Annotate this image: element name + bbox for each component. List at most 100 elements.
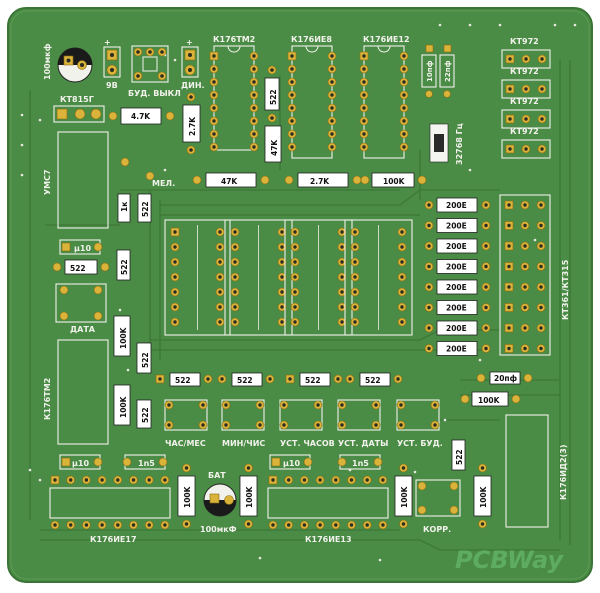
battery-label: БАТ (208, 471, 226, 480)
resistor-47k-vertical: 47K (264, 113, 282, 163)
transistor-kt972-label: КТ972 (510, 127, 539, 136)
capacitor-522-vertical-f: 522 (451, 439, 466, 471)
transistor-kt972-outline (501, 79, 551, 99)
transistor-kt815g: КТ815Г (53, 95, 105, 123)
ic-k176ie12-label: К176ИЕ12 (363, 35, 410, 44)
capacitor-522-row-label: 522 (237, 376, 253, 385)
resistor-200e-body (436, 341, 478, 356)
resistor-100k-bottom-body (473, 475, 492, 517)
ic-k176ie8-label: К176ИЕ8 (291, 35, 332, 44)
resistor-100k-bottom-body (239, 475, 258, 517)
capacitor-1n5-b: 1n5 (337, 454, 383, 470)
capacitor-522-row-label: 522 (365, 376, 381, 385)
resistor-100k-bottom-label: 100K (400, 485, 409, 508)
capacitor-522-row-label: 522 (305, 376, 321, 385)
button-label: УСТ. ЧАСОВ (280, 439, 335, 448)
resistor-1k-vertical: 1к (117, 193, 131, 223)
capacitor-100uf-top: 100мкф (43, 43, 93, 83)
button-label: УСТ. ДАТЫ (338, 439, 388, 448)
capacitor-22pf: 22пф (439, 44, 455, 98)
resistor-200e-body (436, 320, 478, 336)
capacitor-100uf-battery: БАТ 100мкФ (200, 471, 237, 534)
resistor-100k-vertical-b-label: 100K (119, 395, 128, 418)
button-outline (279, 399, 323, 431)
ic-k176tm2-left: К176ТМ2 (43, 339, 109, 445)
resistor-4k7: 4.7K (108, 107, 175, 125)
transistor-kt972-outline (501, 49, 551, 69)
ic-k176ie12: К176ИЕ12 (363, 35, 410, 159)
crystal-32768: 32768 Гц (429, 123, 464, 165)
capacitor-u10-b-label: µ10 (72, 459, 89, 468)
ic-pins-bottom (50, 475, 388, 530)
capacitor-522-row-body (299, 372, 331, 387)
capacitor-u10-a: µ10 (59, 239, 103, 255)
capacitor-522-vertical-d-label: 522 (141, 352, 150, 368)
resistor-200e-label: 200Е (446, 242, 467, 251)
resistor-100k-bottom-body (394, 475, 413, 517)
transistor-kt972-label: КТ972 (510, 67, 539, 76)
ic-k176ie13-label: К176ИЕ13 (305, 535, 352, 544)
resistor-200e-label: 200Е (446, 283, 467, 292)
piezo-melody: МЕЛ. (120, 157, 175, 188)
capacitor-20pf: 20пф (476, 371, 533, 385)
display-modules (164, 219, 413, 336)
resistor-100k-vertical-a: 100K (113, 315, 131, 357)
display-module-outline (344, 219, 413, 336)
transistor-kt815g-label: КТ815Г (60, 95, 94, 104)
transistor-kt972-outline (501, 139, 551, 159)
capacitor-522-vertical-a: 522 (137, 193, 152, 223)
transistor-kt972-label: КТ972 (510, 97, 539, 106)
button-label: МИН/ЧИС (222, 439, 265, 448)
ic-pins-top (209, 51, 409, 152)
capacitor-522-vertical-a-label: 522 (141, 201, 150, 217)
resistor-100k-horizontal: 100K (360, 172, 427, 188)
ic-k176ie13: К176ИЕ13 (267, 487, 389, 544)
capacitor-100uf-battery-label: 100мкФ (200, 525, 237, 534)
resistor-1k-label: 1к (120, 202, 129, 212)
transistor-kt972-outline (501, 109, 551, 129)
capacitor-522-top-label: 522 (269, 89, 278, 105)
capacitor-522-row-body (231, 372, 263, 387)
crystal-32768-label: 32768 Гц (455, 123, 464, 165)
resistor-100k-vertical-b: 100K (113, 384, 131, 426)
resistor-2k7-vertical: 2.7K (182, 92, 201, 155)
button-outline (337, 399, 381, 431)
resistor-100k-bottom-label: 100K (245, 485, 254, 508)
button-date-label: ДАТА (70, 325, 96, 334)
capacitor-u10-c: µ10 (269, 454, 313, 470)
switch-buzzer-label: БУД. ВЫКЛ (128, 89, 181, 98)
ic-k176id2: К176ИД2(3) (505, 414, 568, 528)
button-correction: КОРР. (415, 479, 461, 534)
capacitor-100uf-label: 100мкф (43, 43, 52, 80)
connector-speaker: + ДИН. (181, 38, 205, 90)
capacitor-22pf-label: 22пф (444, 60, 452, 82)
connector-9v: 9В + (103, 38, 121, 90)
resistor-100k-bottom-body (177, 475, 196, 517)
ic-k176id2-label: К176ИД2(3) (559, 444, 568, 500)
transistor-array-kt361-label: КТ361/КТ315 (561, 259, 570, 320)
resistor-47k-horizontal: 47K (192, 172, 270, 188)
switch-buzzer-off: БУД. ВЫКЛ (128, 45, 181, 98)
resistor-200e-label: 200Е (446, 345, 467, 354)
button-correction-label: КОРР. (423, 525, 451, 534)
resistor-200e-label: 200Е (446, 324, 467, 333)
button-outline (396, 399, 440, 431)
resistor-4k7-label: 4.7K (131, 112, 151, 121)
pcb-board (7, 7, 593, 583)
button-label: ЧАС/МЕС (165, 439, 206, 448)
transistor-kt972-label: КТ972 (510, 37, 539, 46)
polarity-plus-left: + (104, 38, 111, 47)
capacitor-522-row-body (359, 372, 391, 387)
resistor-200e-body (436, 218, 478, 233)
resistor-2k7-vertical-label: 2.7K (188, 116, 197, 136)
resistor-200e-label: 200Е (446, 263, 467, 272)
capacitor-522-vertical-b: 522 (116, 249, 131, 281)
capacitor-1n5-b-label: 1n5 (352, 459, 369, 468)
button-outline (221, 399, 265, 431)
resistor-200e-body (436, 197, 478, 213)
